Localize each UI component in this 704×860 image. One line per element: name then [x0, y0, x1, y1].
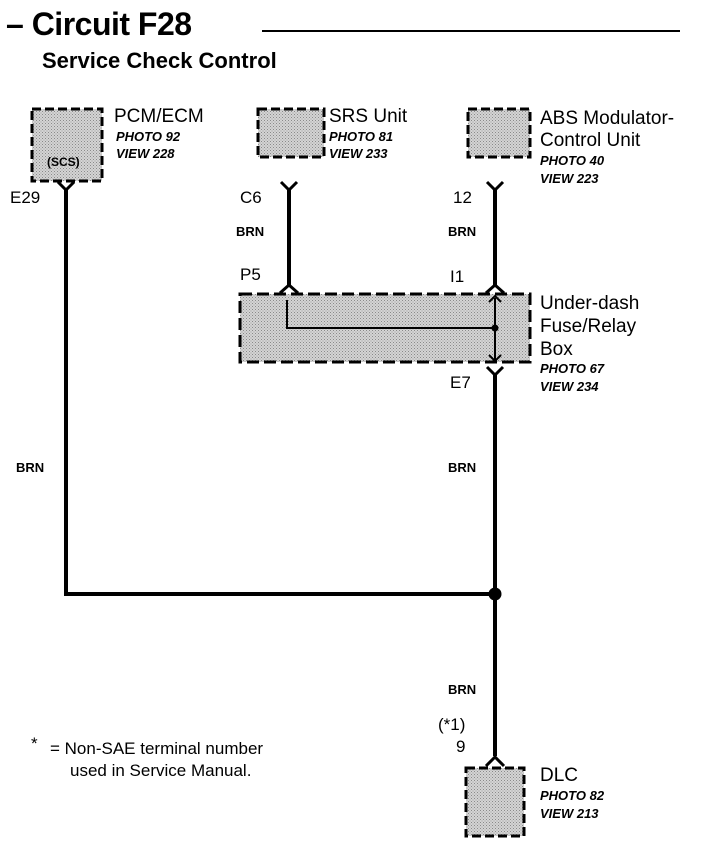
diagram-title: – Circuit F28 [6, 6, 192, 42]
footnote-line2: used in Service Manual. [70, 761, 252, 780]
srs-unit-label: SRS Unit [329, 106, 408, 127]
fuse-box-internal-bus [286, 300, 495, 329]
pcm-ecm-view: VIEW 228 [116, 146, 175, 161]
abs-unit-view: VIEW 223 [540, 171, 599, 186]
pcm-ecm-photo: PHOTO 92 [116, 129, 181, 144]
pin-e7: E7 [450, 373, 471, 392]
pin-e29: E29 [10, 188, 41, 207]
fuse-box-label-line2: Fuse/Relay [540, 316, 637, 337]
wire-color-abs: BRN [448, 224, 477, 239]
wire-color-srs: BRN [236, 224, 265, 239]
dlc-label: DLC [540, 765, 579, 786]
fuse-box-label-line3: Box [540, 339, 573, 360]
pin-c6: C6 [240, 188, 262, 207]
wire-color-splice-dlc: BRN [448, 682, 477, 697]
footnote-star: * [31, 734, 38, 753]
fuse-box-internal-arrow-bottom [488, 354, 502, 363]
connector-dlc-9 [484, 754, 506, 768]
pcm-ecm-box [30, 107, 104, 183]
pin-p5: P5 [240, 265, 261, 284]
dlc-box [464, 766, 526, 838]
footnote-line1: = Non-SAE terminal number [50, 739, 264, 758]
fuse-box-internal-arrow-top [488, 294, 502, 303]
connector-fuse-e7 [485, 365, 505, 378]
wire-color-fuse-splice: BRN [448, 460, 477, 475]
fuse-box-internal-node [491, 324, 499, 332]
connector-abs-12 [485, 180, 505, 193]
abs-unit-box [466, 107, 532, 159]
pin-dlc-nonsae: (*1) [438, 715, 466, 734]
pin-12: 12 [453, 188, 472, 207]
abs-unit-label-line2: Control Unit [540, 130, 641, 151]
fuse-box-label-line1: Under-dash [540, 293, 640, 314]
diagram-subtitle: Service Check Control [42, 48, 277, 73]
srs-unit-photo: PHOTO 81 [329, 129, 394, 144]
fuse-box-view: VIEW 234 [540, 379, 599, 394]
splice-point [488, 587, 502, 601]
abs-unit-photo: PHOTO 40 [540, 153, 605, 168]
srs-unit-box [256, 107, 326, 159]
srs-unit-view: VIEW 233 [329, 146, 388, 161]
pin-i1: I1 [450, 267, 465, 286]
fuse-box-photo: PHOTO 67 [540, 361, 605, 376]
connector-pcm-e29 [56, 180, 76, 193]
wire-color-pcm: BRN [16, 460, 45, 475]
pcm-ecm-label: PCM/ECM [114, 106, 204, 127]
dlc-photo: PHOTO 82 [540, 788, 605, 803]
pcm-scs-label: (SCS) [47, 155, 80, 169]
dlc-view: VIEW 213 [540, 806, 599, 821]
pin-9: 9 [456, 737, 466, 756]
connector-srs-c6 [279, 180, 299, 193]
abs-unit-label-line1: ABS Modulator- [540, 108, 675, 129]
connector-fuse-p5 [279, 282, 299, 295]
connector-fuse-i1 [485, 282, 505, 295]
